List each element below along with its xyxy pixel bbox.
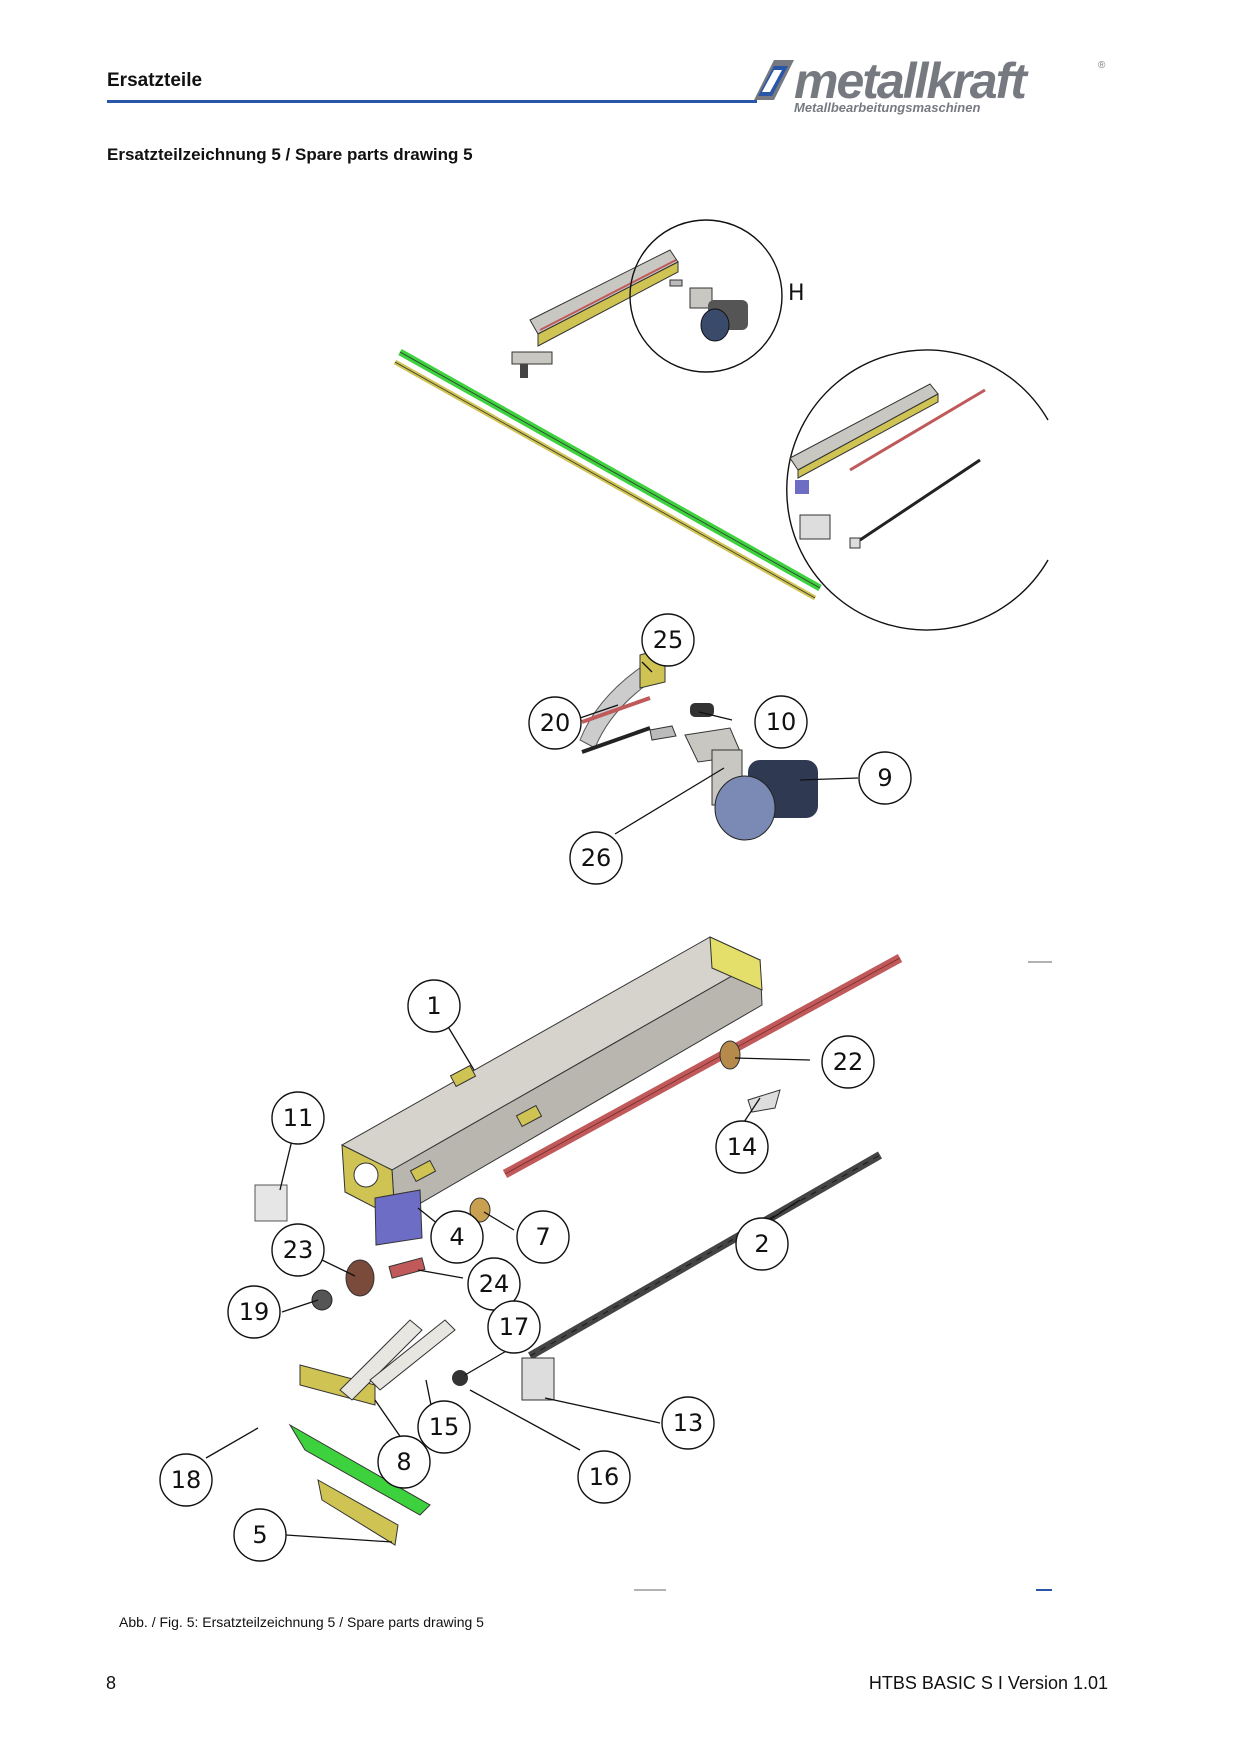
header-title: Ersatzteile — [107, 70, 203, 91]
callout-26: 26 — [569, 831, 623, 885]
figure-caption: Abb. / Fig. 5: Ersatzteilzeichnung 5 / S… — [119, 1614, 484, 1630]
brand-logo-word: metallkraft — [794, 53, 1027, 109]
svg-text:11: 11 — [283, 1104, 314, 1132]
svg-text:1: 1 — [426, 992, 441, 1020]
svg-text:8: 8 — [396, 1448, 411, 1476]
callout-2: 2 — [735, 1217, 789, 1271]
document-version: HTBS BASIC S I Version 1.01 — [868, 1673, 1108, 1693]
callout-23: 23 — [271, 1223, 325, 1277]
callout-20: 20 — [528, 696, 582, 750]
svg-text:24: 24 — [479, 1270, 510, 1298]
svg-text:14: 14 — [727, 1133, 758, 1161]
callout-15: 15 — [417, 1400, 471, 1454]
callout-25: 25 — [641, 613, 695, 667]
brand-logo-registered: ® — [1098, 60, 1106, 71]
svg-text:16: 16 — [589, 1463, 620, 1491]
svg-text:7: 7 — [535, 1223, 550, 1251]
svg-text:15: 15 — [429, 1413, 460, 1441]
svg-text:10: 10 — [766, 708, 797, 736]
svg-text:17: 17 — [499, 1313, 530, 1341]
callout-19: 19 — [227, 1285, 281, 1339]
callout-4: 4 — [430, 1210, 484, 1264]
callout-11: 11 — [271, 1091, 325, 1145]
svg-text:19: 19 — [239, 1298, 270, 1326]
overview-assembly — [393, 249, 822, 601]
detail-circle-right — [786, 349, 1049, 631]
callout-7: 7 — [516, 1210, 570, 1264]
svg-text:18: 18 — [171, 1466, 202, 1494]
callout-1: 1 — [407, 979, 461, 1033]
motor-unit — [579, 647, 818, 841]
svg-text:2: 2 — [754, 1230, 769, 1258]
callout-14: 14 — [715, 1120, 769, 1174]
svg-text:26: 26 — [581, 844, 612, 872]
callout-10: 10 — [754, 695, 808, 749]
brand-logo-icon — [754, 60, 794, 100]
svg-text:25: 25 — [653, 626, 684, 654]
svg-text:23: 23 — [283, 1236, 314, 1264]
callout-16: 16 — [577, 1450, 631, 1504]
callout-5: 5 — [233, 1508, 287, 1562]
brand-logo-tagline: Metallbearbeitungsmaschinen — [794, 100, 981, 115]
page-number: 8 — [106, 1673, 117, 1693]
main-exploded-view — [254, 936, 903, 1546]
callout-8: 8 — [377, 1435, 431, 1489]
callout-9: 9 — [858, 751, 912, 805]
callout-13: 13 — [661, 1396, 715, 1450]
svg-text:22: 22 — [833, 1048, 864, 1076]
header-rule — [107, 100, 757, 103]
svg-text:9: 9 — [877, 764, 892, 792]
callout-22: 22 — [821, 1035, 875, 1089]
svg-text:5: 5 — [252, 1521, 267, 1549]
detail-label: H — [788, 281, 805, 306]
svg-text:4: 4 — [449, 1223, 464, 1251]
svg-text:13: 13 — [673, 1409, 704, 1437]
callout-18: 18 — [159, 1453, 213, 1507]
detail-circle-h — [629, 219, 783, 373]
svg-text:20: 20 — [540, 709, 571, 737]
brand-logo: metallkraft ® Metallbearbeitungsmaschine… — [752, 52, 1112, 118]
callout-17: 17 — [487, 1300, 541, 1354]
section-title: Ersatzteilzeichnung 5 / Spare parts draw… — [107, 145, 473, 164]
